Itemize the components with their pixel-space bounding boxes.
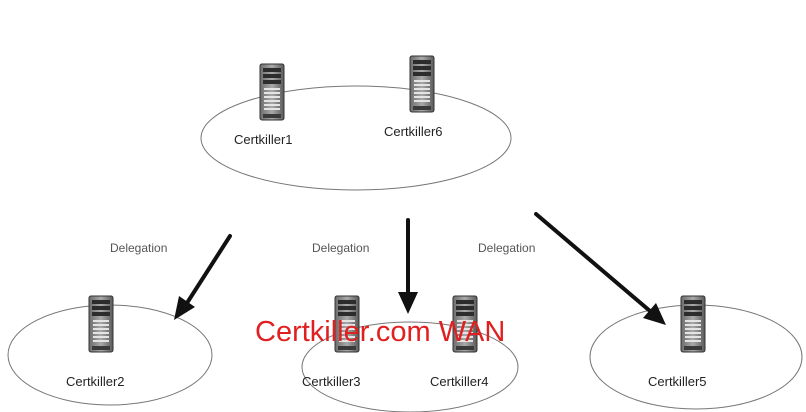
label-certkiller4: Certkiller4 [430, 374, 489, 389]
label-certkiller6: Certkiller6 [384, 124, 443, 139]
delegation-arrow-right [534, 212, 666, 325]
label-certkiller5: Certkiller5 [648, 374, 707, 389]
delegation-label-middle: Delegation [312, 241, 369, 255]
delegation-arrow-left [174, 234, 232, 320]
label-certkiller2: Certkiller2 [66, 374, 125, 389]
server-certkiller6-icon [409, 55, 435, 113]
server-certkiller2-icon [88, 295, 114, 353]
delegation-arrow-middle [398, 218, 418, 314]
label-certkiller1: Certkiller1 [234, 132, 293, 147]
watermark-text: Certkiller.com WAN [255, 316, 505, 348]
server-certkiller5-icon [680, 295, 706, 353]
label-certkiller3: Certkiller3 [302, 374, 361, 389]
server-certkiller1-icon [259, 63, 285, 121]
delegation-label-left: Delegation [110, 241, 167, 255]
delegation-label-right: Delegation [478, 241, 535, 255]
